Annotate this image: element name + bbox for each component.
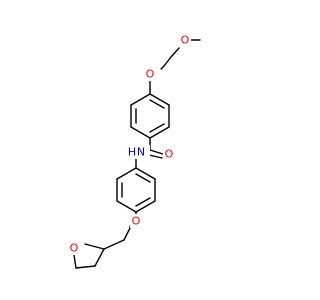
h-label: H	[128, 146, 136, 159]
n-label: N	[137, 146, 145, 159]
atom-o-methoxy: O	[179, 33, 191, 47]
ether-linker-top	[149, 65, 165, 95]
o-label: O	[181, 34, 190, 47]
atom-n-amide: H N	[126, 145, 150, 159]
atom-o-aryl-ether-top: O	[144, 67, 156, 81]
atom-o-aryl-ether-lower: O	[130, 214, 142, 228]
atom-o-carbonyl: O	[163, 147, 175, 161]
benzene-ring-upper	[130, 93, 170, 139]
molecule-diagram: O O O H N O O	[68, 33, 201, 269]
o-label: O	[165, 148, 174, 161]
o-label: O	[70, 242, 79, 255]
benzene-ring-lower	[116, 167, 156, 213]
structure-drawing: O O O H N O O	[68, 33, 201, 269]
o-label: O	[132, 215, 141, 228]
o-label: O	[146, 68, 155, 81]
atom-o-ring: O	[68, 241, 80, 255]
tetrahydrofuran-ring	[73, 239, 125, 269]
